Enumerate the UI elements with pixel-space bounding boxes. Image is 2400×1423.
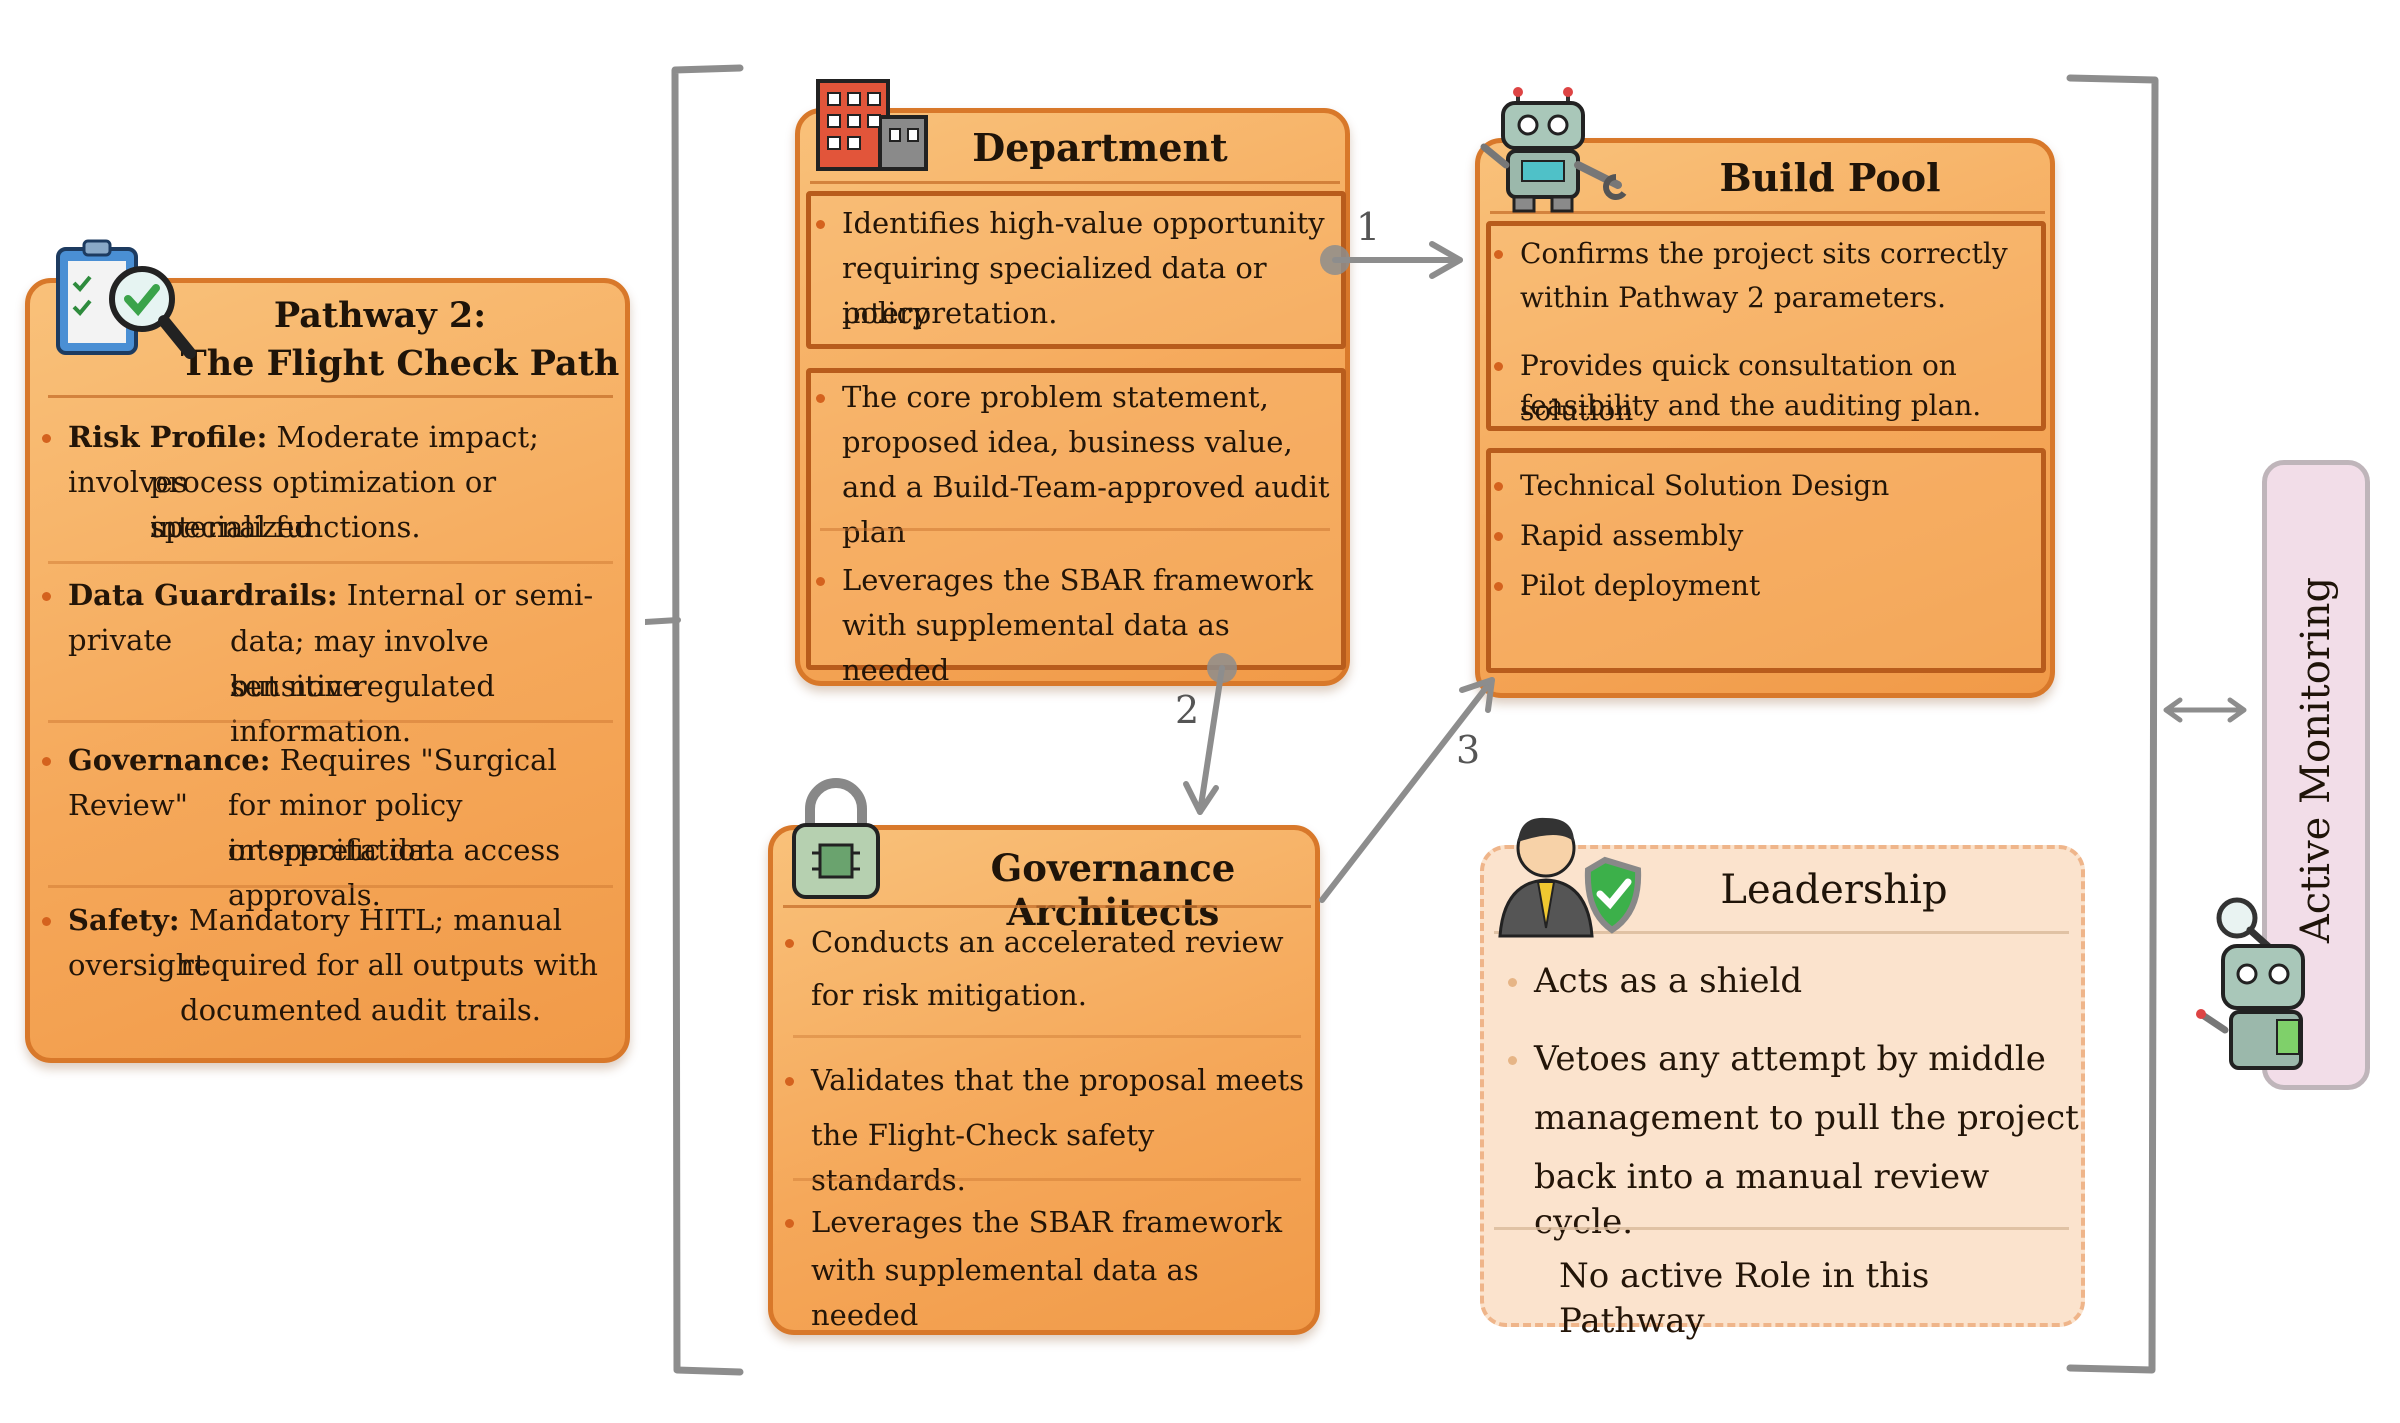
department-sbar-box xyxy=(806,368,1346,670)
clipboard-magnifier-icon xyxy=(56,239,196,359)
department-card: Department Identifies high-value opportu… xyxy=(795,108,1350,687)
double-arrow-icon xyxy=(2163,697,2247,723)
pathway-title-line2: The Flight Check Path xyxy=(180,343,620,384)
robot-magnifier-icon xyxy=(2196,897,2305,1070)
padlock-chip-icon xyxy=(792,778,880,899)
build-pool-design-box xyxy=(1486,448,2046,673)
department-title: Department xyxy=(972,125,1228,170)
right-bracket xyxy=(2066,74,2159,1374)
arrow-department-to-governance xyxy=(1197,665,1225,815)
businessman-shield-icon xyxy=(1498,817,1642,938)
arrow-governance-to-buildpool xyxy=(1319,677,1495,903)
building-icon xyxy=(816,79,928,171)
build-pool-card: Build Pool Confirms the project sits cor… xyxy=(1475,138,2055,698)
pathway-title-line1: Pathway 2: xyxy=(273,295,487,336)
build-pool-confirm-box xyxy=(1486,221,2046,431)
left-bracket xyxy=(645,64,744,1376)
pathway-card: Pathway 2: The Flight Check Path Risk Pr… xyxy=(25,278,630,1063)
robot-wrench-icon xyxy=(1480,87,1627,213)
governance-card: Governance Architects Conducts an accele… xyxy=(768,825,1320,1335)
department-opportunity-box xyxy=(806,191,1346,349)
step-1-label: 1 xyxy=(1356,205,1381,249)
build-pool-title: Build Pool xyxy=(1719,155,1941,200)
data-guardrails-item: Data Guardrails: Internal or semi-privat… xyxy=(42,573,628,663)
step-2-label: 2 xyxy=(1175,688,1200,732)
leadership-footer: No active Role in this Pathway xyxy=(1559,1256,1930,1341)
governance-title: Governance Architects xyxy=(990,846,1236,934)
leadership-title: Leadership xyxy=(1720,867,1948,913)
risk-profile-item: Risk Profile: Moderate impact; involves xyxy=(42,415,623,505)
step-3-label: 3 xyxy=(1456,728,1481,772)
safety-item: Safety: Mandatory HITL; manual oversight xyxy=(42,898,628,988)
governance-item: Governance: Requires "Surgical Review" xyxy=(42,738,628,828)
